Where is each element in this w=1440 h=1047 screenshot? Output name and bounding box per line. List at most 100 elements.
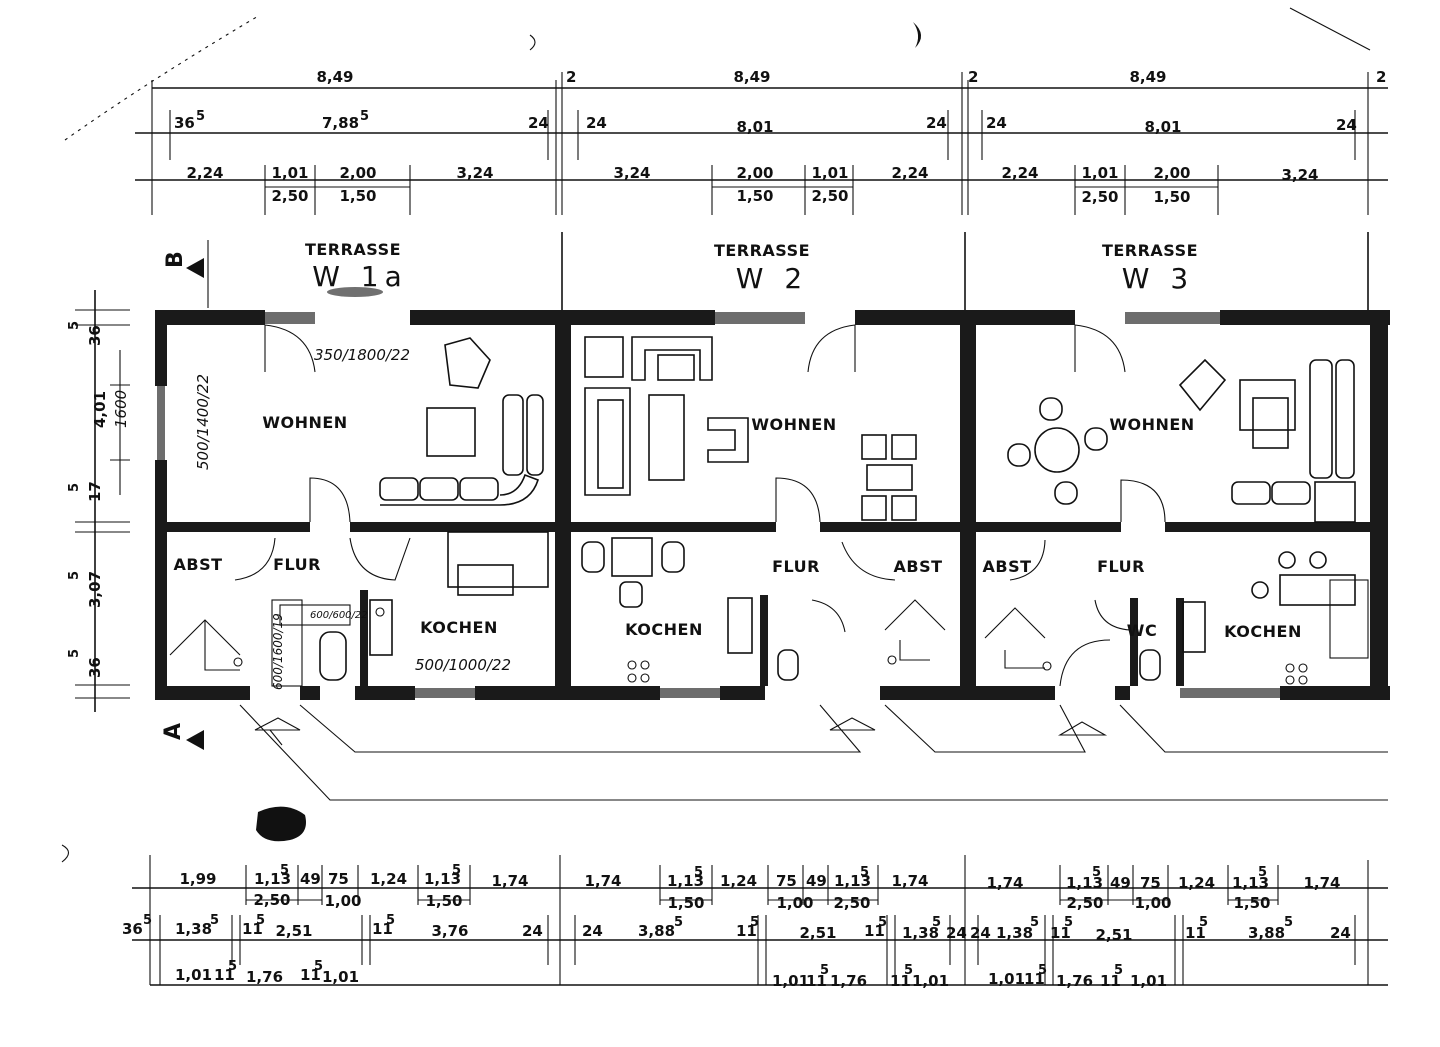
svg-text:2,50: 2,50 bbox=[253, 891, 290, 909]
svg-text:11: 11 bbox=[806, 972, 827, 990]
svg-text:1,01: 1,01 bbox=[912, 972, 949, 990]
svg-text:5: 5 bbox=[228, 959, 237, 974]
svg-text:5: 5 bbox=[314, 959, 323, 974]
svg-text:2,50: 2,50 bbox=[833, 894, 870, 912]
svg-text:1,01: 1,01 bbox=[322, 968, 359, 986]
dim-label: 2,24 bbox=[891, 164, 928, 182]
svg-text:1,24: 1,24 bbox=[370, 870, 407, 888]
svg-text:1,76: 1,76 bbox=[1056, 972, 1093, 990]
svg-text:11: 11 bbox=[890, 972, 911, 990]
svg-text:36: 36 bbox=[122, 920, 143, 938]
room-label-abst-w3: ABST bbox=[982, 557, 1031, 576]
dim-label: 24 bbox=[586, 114, 607, 132]
svg-text:1600: 1600 bbox=[112, 390, 130, 428]
dim-label: 3,24 bbox=[1281, 166, 1318, 184]
window-note: 600/600/22 bbox=[310, 610, 368, 621]
dim-label: 2 bbox=[968, 68, 978, 86]
svg-text:3,88: 3,88 bbox=[638, 922, 675, 940]
svg-text:5: 5 bbox=[143, 913, 152, 928]
dim-label: 8,01 bbox=[736, 118, 773, 136]
top-dimension-lines bbox=[135, 72, 1388, 215]
terrace-label-w3: TERRASSE bbox=[1102, 241, 1198, 260]
svg-text:17: 17 bbox=[86, 481, 104, 502]
dim-label: 1,01 bbox=[811, 164, 848, 182]
svg-text:11: 11 bbox=[1185, 924, 1206, 942]
furniture-w2 bbox=[581, 336, 917, 683]
svg-text:5: 5 bbox=[1258, 865, 1267, 880]
svg-text:5: 5 bbox=[904, 963, 913, 978]
dim-label: 24 bbox=[926, 114, 947, 132]
svg-text:5: 5 bbox=[1064, 915, 1073, 930]
svg-text:5: 5 bbox=[694, 865, 703, 880]
room-label-abst-w2: ABST bbox=[893, 557, 942, 576]
svg-text:5: 5 bbox=[1030, 915, 1039, 930]
svg-text:5: 5 bbox=[280, 863, 289, 878]
room-label-flur-w1: FLUR bbox=[273, 555, 321, 574]
unit-label-w2: W 2 bbox=[736, 262, 808, 295]
room-labels: WOHNEN WOHNEN WOHNEN ABST FLUR KOCHEN KO… bbox=[173, 413, 1301, 641]
svg-text:5: 5 bbox=[67, 483, 82, 492]
svg-text:1,76: 1,76 bbox=[246, 968, 283, 986]
furniture-w3 bbox=[1007, 358, 1369, 685]
window-notes: 350/1800/22 500/1400/22 500/1000/22 600/… bbox=[194, 346, 511, 690]
svg-text:3,88: 3,88 bbox=[1248, 924, 1285, 942]
dim-label: 36 bbox=[174, 114, 195, 132]
svg-text:1,13: 1,13 bbox=[1066, 874, 1103, 892]
room-label-wohnen-w3: WOHNEN bbox=[1109, 415, 1194, 434]
window-note: 350/1800/22 bbox=[314, 346, 410, 364]
svg-text:11: 11 bbox=[736, 922, 757, 940]
svg-text:1,76: 1,76 bbox=[830, 972, 867, 990]
left-dimension-lines bbox=[75, 290, 130, 712]
dim-label: 8,01 bbox=[1144, 118, 1181, 136]
svg-text:1,50: 1,50 bbox=[667, 894, 704, 912]
svg-text:1,00: 1,00 bbox=[1134, 894, 1171, 912]
svg-text:2,50: 2,50 bbox=[1066, 894, 1103, 912]
svg-text:5: 5 bbox=[750, 915, 759, 930]
dim-label-superscript: 5 bbox=[360, 109, 369, 124]
svg-text:11: 11 bbox=[1024, 970, 1045, 988]
dim-label: 1,01 bbox=[271, 164, 308, 182]
svg-text:75: 75 bbox=[776, 872, 797, 890]
svg-text:1,50: 1,50 bbox=[425, 892, 462, 910]
room-label-wohnen-w1: WOHNEN bbox=[262, 413, 347, 432]
room-label-kochen-w1: KOCHEN bbox=[420, 618, 498, 637]
svg-text:5: 5 bbox=[210, 913, 219, 928]
svg-text:5: 5 bbox=[67, 571, 82, 580]
terrace-label-w1: TERRASSE bbox=[305, 240, 401, 259]
window-note: 500/1000/22 bbox=[415, 656, 511, 674]
svg-text:3,76: 3,76 bbox=[431, 922, 468, 940]
entrance-paths bbox=[239, 704, 1388, 801]
dim-label: 2 bbox=[1376, 68, 1386, 86]
svg-text:1,24: 1,24 bbox=[720, 872, 757, 890]
svg-text:5: 5 bbox=[67, 649, 82, 658]
svg-text:1,01: 1,01 bbox=[175, 966, 212, 984]
dim-label: 1,50 bbox=[339, 187, 376, 205]
svg-text:1,00: 1,00 bbox=[776, 894, 813, 912]
svg-text:24: 24 bbox=[582, 922, 603, 940]
bottom-dimension-lines bbox=[132, 855, 1388, 986]
dim-label: 2,00 bbox=[339, 164, 376, 182]
dim-label: 24 bbox=[1336, 116, 1357, 134]
svg-text:75: 75 bbox=[328, 870, 349, 888]
svg-text:24: 24 bbox=[1330, 924, 1351, 942]
svg-text:5: 5 bbox=[860, 865, 869, 880]
svg-text:1,50: 1,50 bbox=[1233, 894, 1270, 912]
dim-label: 2,00 bbox=[1153, 164, 1190, 182]
svg-text:5: 5 bbox=[878, 915, 887, 930]
dim-label: 3,24 bbox=[456, 164, 493, 182]
door-swings bbox=[234, 324, 1166, 687]
unit-labels: TERRASSE W 1a TERRASSE W 2 TERRASSE W 3 bbox=[207, 232, 1369, 310]
dim-label: 1,50 bbox=[1153, 188, 1190, 206]
svg-text:2,51: 2,51 bbox=[275, 922, 312, 940]
svg-text:5: 5 bbox=[932, 915, 941, 930]
room-label-wc-w3: WC bbox=[1127, 621, 1157, 640]
svg-text:5: 5 bbox=[452, 863, 461, 878]
svg-text:1,38: 1,38 bbox=[175, 920, 212, 938]
svg-text:5: 5 bbox=[1284, 915, 1293, 930]
svg-text:75: 75 bbox=[1140, 874, 1161, 892]
left-dimension-labels: 36 5 4,01 1600 17 5 3,07 5 36 5 bbox=[67, 321, 130, 678]
svg-text:11: 11 bbox=[864, 922, 885, 940]
svg-text:1,99: 1,99 bbox=[179, 870, 216, 888]
window-note: 600/1600/19 bbox=[271, 613, 285, 690]
svg-text:1,01: 1,01 bbox=[772, 972, 809, 990]
